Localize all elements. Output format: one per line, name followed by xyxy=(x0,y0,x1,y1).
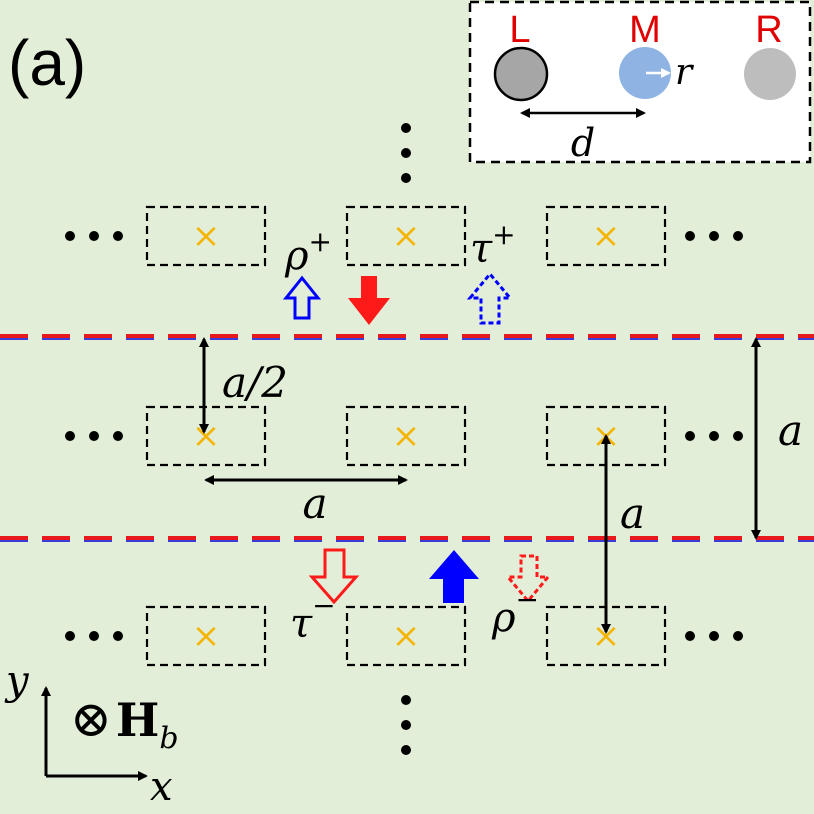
field-label: ⊗Hb xyxy=(70,690,179,756)
half-spacing-label: a/2 xyxy=(222,358,288,407)
panel-label: (a) xyxy=(8,27,86,99)
cell-marker: × xyxy=(592,216,621,256)
transmitted-up-arrow xyxy=(466,271,514,325)
boundary-top xyxy=(0,334,814,340)
inset-box: L M R r d xyxy=(468,0,812,165)
lattice-cell: × xyxy=(145,205,267,267)
incident-up-arrow-blue xyxy=(429,550,479,603)
lattice-cell: × xyxy=(145,605,267,667)
cell-marker: × xyxy=(192,616,221,656)
inset-label-middle: M xyxy=(629,9,661,51)
cell-lattice: ××××××××× xyxy=(145,205,667,667)
horizontal-ellipsis xyxy=(65,631,123,641)
horizontal-ellipsis xyxy=(65,431,123,441)
y-axis-label: y xyxy=(4,658,30,704)
horizontal-ellipsis xyxy=(65,231,123,241)
horizontal-ellipsis xyxy=(685,231,743,241)
coordinate-axes: y x xyxy=(4,658,173,810)
tau-minus-label: τ− xyxy=(290,589,336,647)
cell-marker: × xyxy=(392,616,421,656)
into-page-icon: ⊗ xyxy=(70,690,112,748)
rho-minus-label: ρ− xyxy=(491,583,539,641)
cell-marker: × xyxy=(392,216,421,256)
transmitted-down-arrow xyxy=(308,548,360,605)
horizontal-ellipses xyxy=(65,231,743,641)
horizontal-lattice-label: a xyxy=(302,479,327,528)
period-label: a xyxy=(778,406,803,455)
inset-label-left: L xyxy=(509,9,530,51)
lattice-cell: × xyxy=(345,205,467,267)
reflected-up-arrow xyxy=(282,275,322,320)
sphere-middle xyxy=(619,47,671,99)
cell-marker: × xyxy=(392,416,421,456)
reflected-down-arrow xyxy=(504,554,552,604)
vertical-lattice-label: a xyxy=(620,489,645,538)
radius-symbol: r xyxy=(675,52,694,93)
horizontal-ellipsis xyxy=(685,431,743,441)
lattice-cell: × xyxy=(345,405,467,467)
vertical-ellipsis-top xyxy=(401,123,411,183)
lattice-cell: × xyxy=(145,405,267,467)
lattice-cell: × xyxy=(345,605,467,667)
boundary-bottom xyxy=(0,536,814,542)
rho-plus-label: ρ+ xyxy=(284,225,332,279)
horizontal-ellipsis xyxy=(685,631,743,641)
lattice-cell: × xyxy=(545,205,667,267)
inset-label-right: R xyxy=(755,9,782,51)
incident-down-arrow-red xyxy=(348,276,390,325)
spacing-symbol: d xyxy=(571,121,595,165)
vertical-ellipsis-bottom xyxy=(401,695,411,755)
cell-marker: × xyxy=(192,416,221,456)
x-axis-label: x xyxy=(150,764,173,810)
tau-plus-label: τ+ xyxy=(470,218,516,272)
sphere-right xyxy=(744,48,796,100)
sphere-left xyxy=(493,46,549,102)
cell-marker: × xyxy=(192,216,221,256)
